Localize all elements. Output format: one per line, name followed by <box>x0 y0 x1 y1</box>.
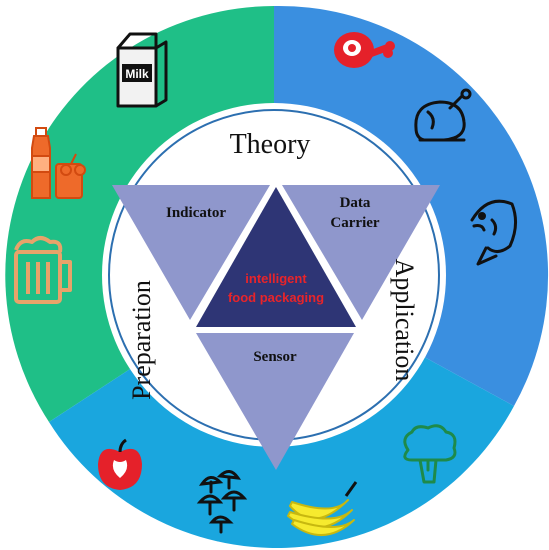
apple-icon <box>98 438 142 490</box>
triangle-center <box>196 187 356 327</box>
juice-bottle-icon <box>31 127 86 199</box>
label-theory: Theory <box>230 129 311 160</box>
triangle-indicator <box>112 185 270 320</box>
label-center-line1: intelligent <box>245 271 307 286</box>
label-data-carrier-line1: Data <box>340 195 371 211</box>
milk-label: Milk <box>125 67 149 81</box>
broccoli-icon <box>403 424 457 484</box>
triangle-sensor <box>196 333 354 470</box>
fish-icon <box>470 199 517 266</box>
label-sensor: Sensor <box>253 349 297 365</box>
label-application: Application <box>390 259 419 382</box>
mushrooms-icon <box>196 470 248 534</box>
beer-mug-icon <box>14 236 72 304</box>
milk-carton-icon: Milk <box>116 32 168 108</box>
label-center-line2: food packaging <box>228 290 324 305</box>
roast-chicken-icon <box>414 88 472 142</box>
label-preparation: Preparation <box>127 280 156 400</box>
triangle-data-carrier <box>282 185 440 320</box>
meat-icon <box>334 32 395 68</box>
label-data-carrier-line2: Carrier <box>330 215 379 231</box>
bananas-icon <box>287 481 358 537</box>
label-indicator: Indicator <box>166 205 226 221</box>
